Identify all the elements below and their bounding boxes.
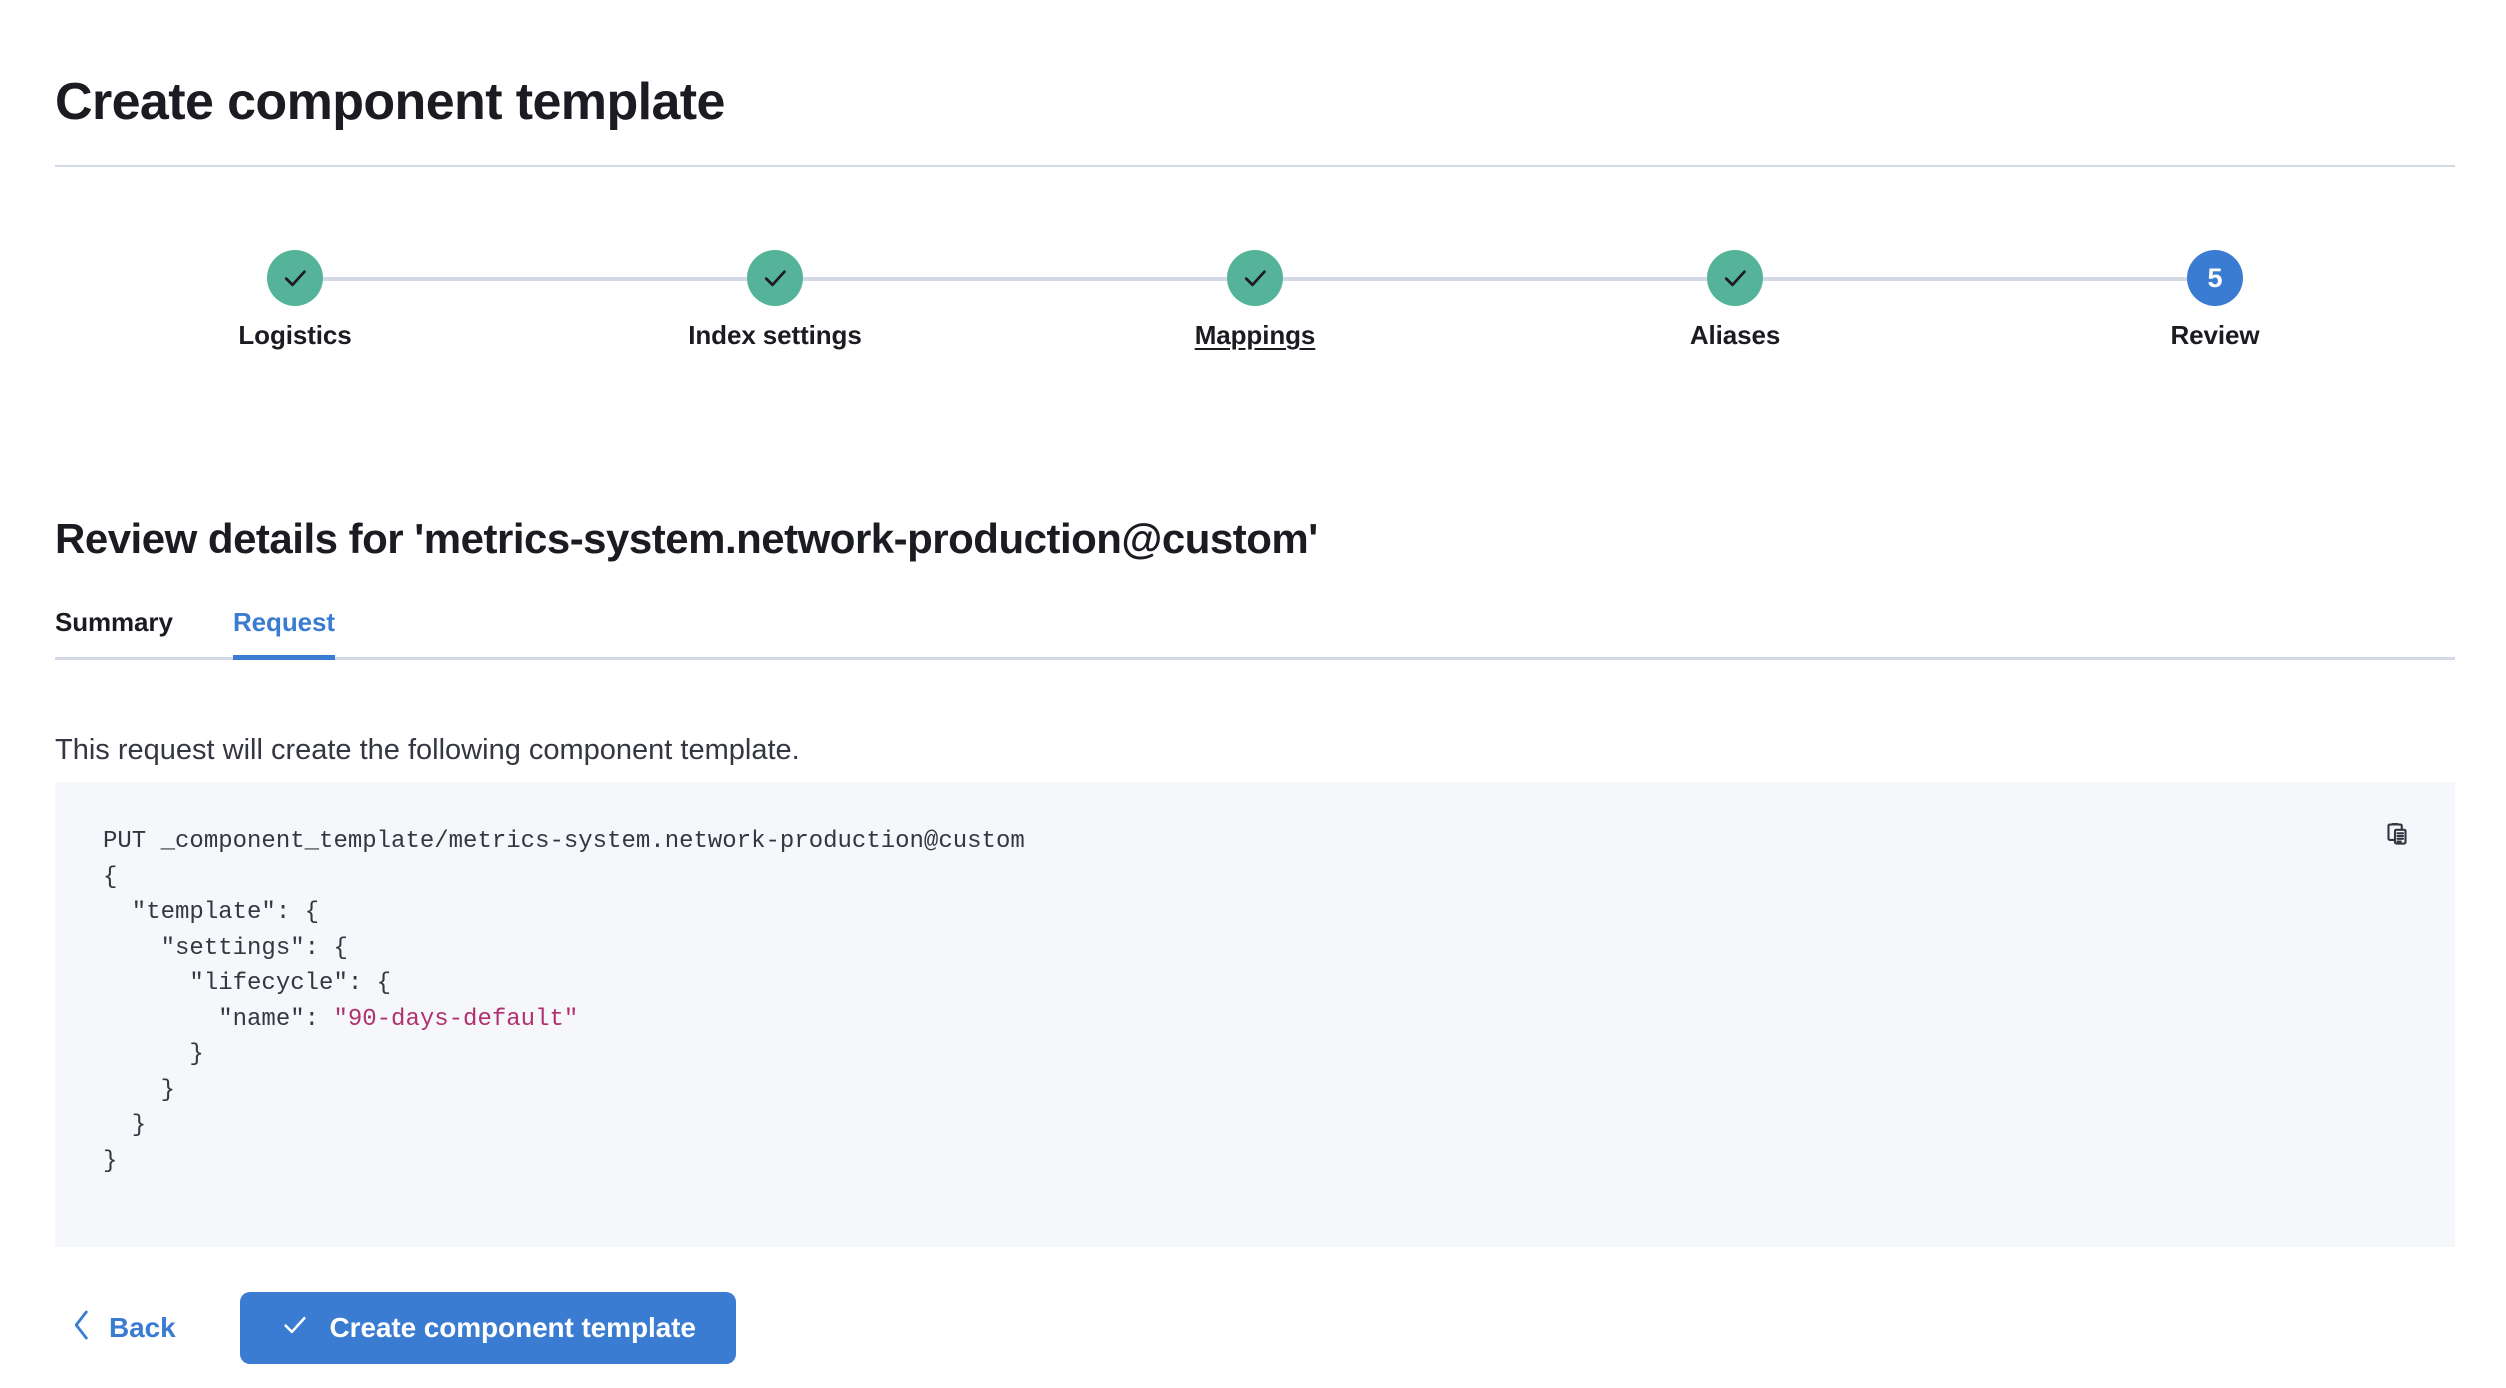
step-number-badge[interactable]: 5 bbox=[2187, 250, 2243, 306]
stepper-step-label[interactable]: Review bbox=[2170, 320, 2260, 350]
request-body-name-value: "90-days-default" bbox=[333, 1005, 579, 1033]
request-code-block: PUT _component_template/metrics-system.n… bbox=[55, 782, 2455, 1247]
stepper-step-aliases[interactable]: Aliases bbox=[1585, 250, 1885, 351]
check-glyph bbox=[1244, 270, 1266, 287]
check-glyph bbox=[764, 270, 786, 287]
stepper-step-label[interactable]: Aliases bbox=[1689, 320, 1781, 350]
review-heading: Review details for 'metrics-system.netwo… bbox=[55, 514, 1318, 562]
stepper-connector bbox=[323, 277, 747, 281]
step-complete-badge[interactable] bbox=[1707, 250, 1763, 306]
stepper-step-logistics[interactable]: Logistics bbox=[145, 250, 445, 351]
back-button-label: Back bbox=[109, 1312, 176, 1343]
check-icon bbox=[280, 1310, 310, 1347]
back-button[interactable]: Back bbox=[55, 1292, 208, 1364]
step-number: 5 bbox=[2207, 262, 2223, 293]
chevron-left-icon bbox=[71, 1309, 93, 1348]
tab-summary[interactable]: Summary bbox=[55, 607, 173, 637]
page-title: Create component template bbox=[55, 72, 725, 131]
stepper-connector bbox=[1763, 277, 2187, 281]
request-body-open: { bbox=[103, 863, 118, 891]
stepper-step-label[interactable]: Logistics bbox=[238, 320, 352, 350]
wizard-footer: Back Create component template bbox=[55, 1292, 736, 1364]
tabs-baseline bbox=[55, 657, 2455, 660]
request-body-close-4: } bbox=[103, 1147, 118, 1175]
chevron-left-glyph bbox=[74, 1310, 88, 1339]
request-body-close-3: } bbox=[103, 1112, 147, 1139]
stepper-connector bbox=[1283, 277, 1707, 281]
request-method-line: PUT _component_template/metrics-system.n… bbox=[103, 828, 1025, 855]
request-body-close-2: } bbox=[103, 1076, 176, 1104]
title-divider bbox=[55, 165, 2455, 167]
stepper-step-label[interactable]: Index settings bbox=[688, 320, 862, 350]
stepper-step-index-settings[interactable]: Index settings bbox=[625, 250, 925, 351]
stepper-step-mappings[interactable]: Mappings bbox=[1105, 250, 1405, 351]
check-glyph bbox=[1724, 270, 1746, 287]
request-body-settings: "settings": { bbox=[103, 934, 348, 962]
request-body-lifecycle: "lifecycle": { bbox=[103, 970, 392, 997]
step-complete-badge[interactable] bbox=[747, 250, 803, 306]
check-glyph bbox=[283, 1316, 306, 1333]
create-component-template-label: Create component template bbox=[329, 1312, 696, 1343]
check-icon bbox=[1240, 263, 1270, 293]
request-body-name-key: "name": bbox=[103, 1005, 334, 1033]
request-description: This request will create the following c… bbox=[55, 734, 800, 766]
check-glyph bbox=[284, 270, 306, 287]
review-tabs: Summary Request bbox=[55, 590, 2455, 660]
request-body-close-1: } bbox=[103, 1041, 204, 1068]
request-code: PUT _component_template/metrics-system.n… bbox=[103, 824, 1025, 1179]
request-body-template: "template": { bbox=[103, 899, 320, 926]
stepper-step-label[interactable]: Mappings bbox=[1194, 320, 1316, 350]
step-complete-badge[interactable] bbox=[1227, 250, 1283, 306]
tab-request[interactable]: Request bbox=[233, 607, 335, 660]
check-icon bbox=[280, 263, 310, 293]
create-component-template-button[interactable]: Create component template bbox=[239, 1292, 736, 1364]
copy-clipboard-glyph bbox=[2387, 823, 2407, 845]
step-complete-badge[interactable] bbox=[267, 250, 323, 306]
stepper-connector bbox=[803, 277, 1227, 281]
copy-clipboard-icon[interactable] bbox=[2375, 812, 2419, 856]
check-icon bbox=[1720, 263, 1750, 293]
check-icon bbox=[760, 263, 790, 293]
